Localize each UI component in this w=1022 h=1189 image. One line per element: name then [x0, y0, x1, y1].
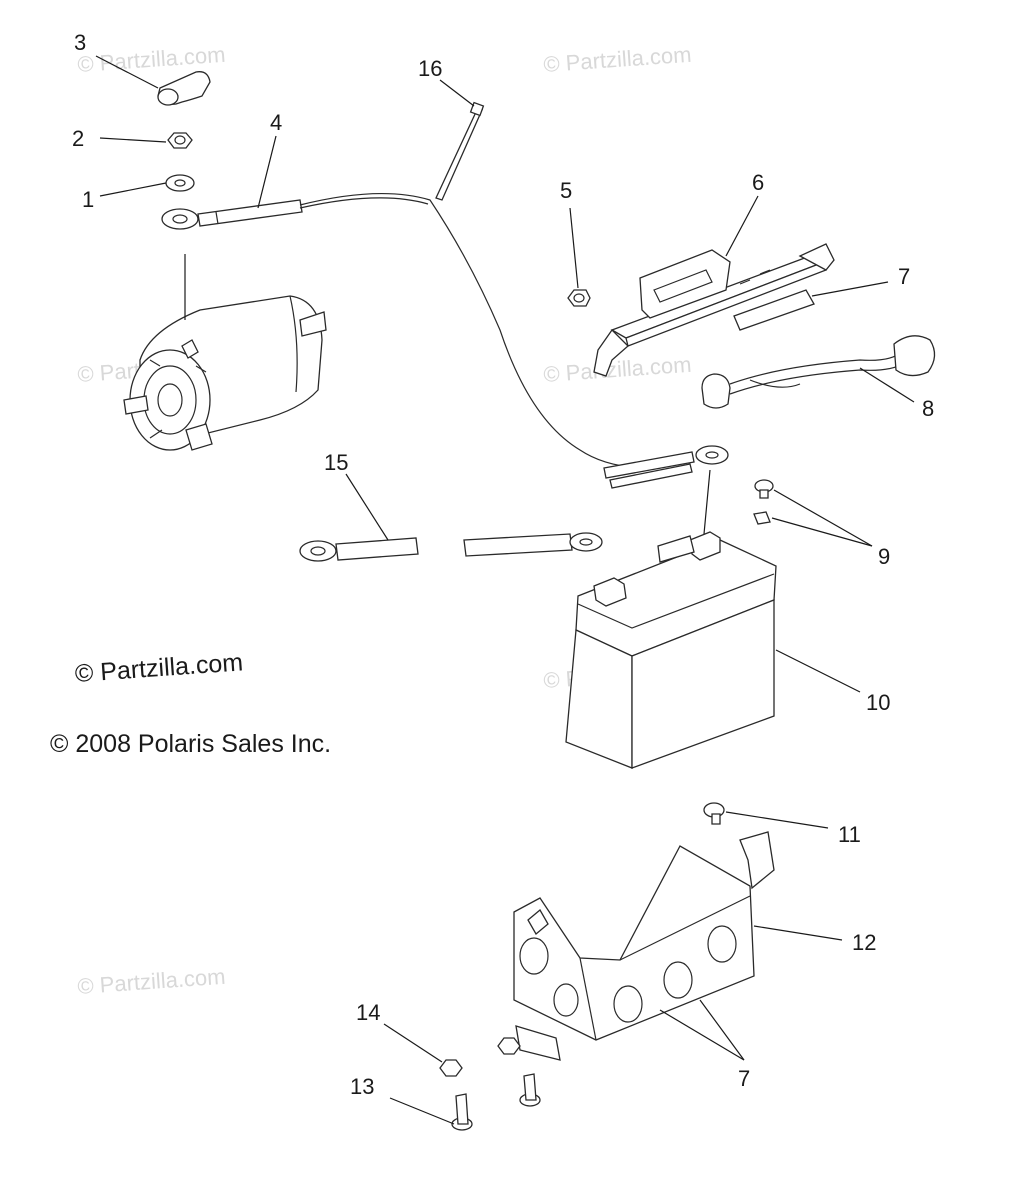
svg-text:6: 6 — [752, 170, 764, 195]
callout-12: 12 — [753, 925, 876, 955]
watermark: © Partzilla.com — [543, 42, 693, 77]
svg-text:16: 16 — [418, 56, 442, 81]
part-screw — [451, 1073, 541, 1131]
callout-1: 1 — [82, 182, 167, 212]
callout-10: 10 — [775, 649, 890, 715]
part-terminal-boot — [157, 71, 211, 106]
part-bracket-nut — [567, 289, 591, 307]
svg-text:9: 9 — [878, 544, 890, 569]
callout-6: 6 — [725, 170, 764, 257]
callout-2: 2 — [72, 126, 167, 151]
callout-8: 8 — [859, 367, 934, 421]
svg-text:13: 13 — [350, 1074, 374, 1099]
svg-text:3: 3 — [74, 30, 86, 55]
svg-text:10: 10 — [866, 690, 890, 715]
svg-text:4: 4 — [270, 110, 282, 135]
callout-15: 15 — [324, 450, 389, 541]
part-starter-cable — [161, 192, 729, 489]
callout-14: 14 — [356, 1000, 443, 1063]
part-battery-box — [513, 831, 775, 1061]
svg-text:1: 1 — [82, 187, 94, 212]
svg-text:5: 5 — [560, 178, 572, 203]
part-lock-nut — [439, 1037, 521, 1077]
svg-text:2: 2 — [72, 126, 84, 151]
svg-text:7: 7 — [898, 264, 910, 289]
svg-text:11: 11 — [838, 822, 861, 847]
callout-5: 5 — [560, 178, 579, 289]
callout-11: 11 — [725, 811, 861, 847]
callout-9: 9 — [771, 489, 890, 569]
part-starter-motor — [123, 254, 327, 451]
copyright-notice: © 2008 Polaris Sales Inc. — [50, 730, 332, 758]
svg-text:7: 7 — [738, 1066, 750, 1091]
svg-text:12: 12 — [852, 930, 876, 955]
part-ground-cable — [299, 532, 603, 562]
watermark: © Partzilla.com — [77, 42, 227, 77]
part-cable-tie — [435, 101, 485, 201]
svg-text:14: 14 — [356, 1000, 380, 1025]
part-negative-cable — [701, 335, 936, 409]
watermark: © Partzilla.com — [543, 352, 693, 387]
callout-13: 13 — [350, 1074, 455, 1125]
part-pad — [733, 289, 815, 331]
callout-16: 16 — [418, 56, 475, 107]
svg-text:8: 8 — [922, 396, 934, 421]
part-terminal-hardware — [753, 479, 774, 525]
callout-4: 4 — [257, 110, 282, 209]
callout-7-pad: 7 — [811, 264, 910, 297]
part-washer — [165, 174, 195, 192]
callout-3: 3 — [74, 30, 159, 89]
callout-7-box-pads: 7 — [659, 999, 750, 1091]
svg-text:15: 15 — [324, 450, 348, 475]
watermark: © Partzilla.com — [77, 964, 227, 999]
part-nut — [167, 132, 193, 149]
part-hold-down-bracket — [593, 243, 835, 377]
part-box-bolt — [703, 802, 725, 825]
part-battery — [565, 469, 777, 769]
